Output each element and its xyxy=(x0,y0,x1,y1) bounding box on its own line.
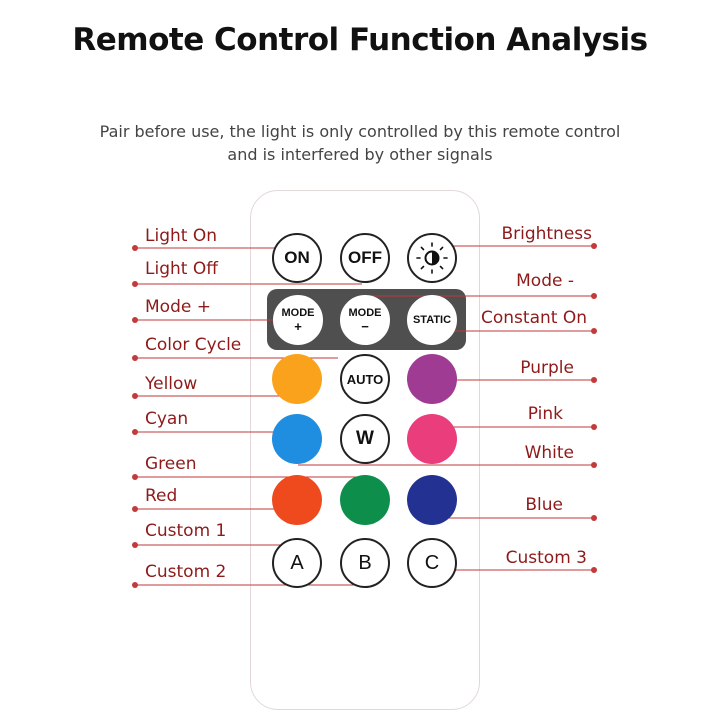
label-color-cycle: Color Cycle xyxy=(145,335,242,355)
custom-a-button[interactable]: A xyxy=(272,538,322,588)
label-purple: Purple xyxy=(520,358,574,378)
label-pink: Pink xyxy=(527,404,563,424)
custom-c-button[interactable]: C xyxy=(407,538,457,588)
label-custom-3: Custom 3 xyxy=(505,548,587,568)
label-cyan: Cyan xyxy=(145,409,189,429)
subtitle: Pair before use, the light is only contr… xyxy=(60,120,660,166)
label-green: Green xyxy=(145,454,197,474)
label-red: Red xyxy=(145,486,178,506)
label-blue: Blue xyxy=(525,495,563,515)
blue-button[interactable] xyxy=(407,475,457,525)
yellow-button[interactable] xyxy=(272,354,322,404)
static-button[interactable]: STATIC xyxy=(407,295,457,345)
cyan-button[interactable] xyxy=(272,414,322,464)
label-mode-plus: Mode + xyxy=(145,297,211,317)
label-mode-minus: Mode - xyxy=(516,271,574,291)
on-button[interactable]: ON xyxy=(272,233,322,283)
label-light-on: Light On xyxy=(145,226,217,246)
subtitle-line-2: and is interfered by other signals xyxy=(227,145,493,164)
label-white: White xyxy=(524,443,574,463)
green-button[interactable] xyxy=(340,475,390,525)
off-button[interactable]: OFF xyxy=(340,233,390,283)
red-button[interactable] xyxy=(272,475,322,525)
pink-button[interactable] xyxy=(407,414,457,464)
auto-button[interactable]: AUTO xyxy=(340,354,390,404)
page-title: Remote Control Function Analysis xyxy=(72,22,648,58)
label-custom-1: Custom 1 xyxy=(145,521,227,541)
label-yellow: Yellow xyxy=(145,374,198,394)
mode-minus-button[interactable]: MODE − xyxy=(340,295,390,345)
brightness-button[interactable] xyxy=(407,233,457,283)
mode-plus-button[interactable]: MODE + xyxy=(273,295,323,345)
brightness-icon xyxy=(416,242,448,274)
label-light-off: Light Off xyxy=(145,259,218,279)
purple-button[interactable] xyxy=(407,354,457,404)
label-custom-2: Custom 2 xyxy=(145,562,227,582)
white-button[interactable]: W xyxy=(340,414,390,464)
custom-b-button[interactable]: B xyxy=(340,538,390,588)
label-brightness: Brightness xyxy=(501,224,592,244)
label-constant-on: Constant On xyxy=(481,308,587,328)
subtitle-line-1: Pair before use, the light is only contr… xyxy=(99,122,621,141)
